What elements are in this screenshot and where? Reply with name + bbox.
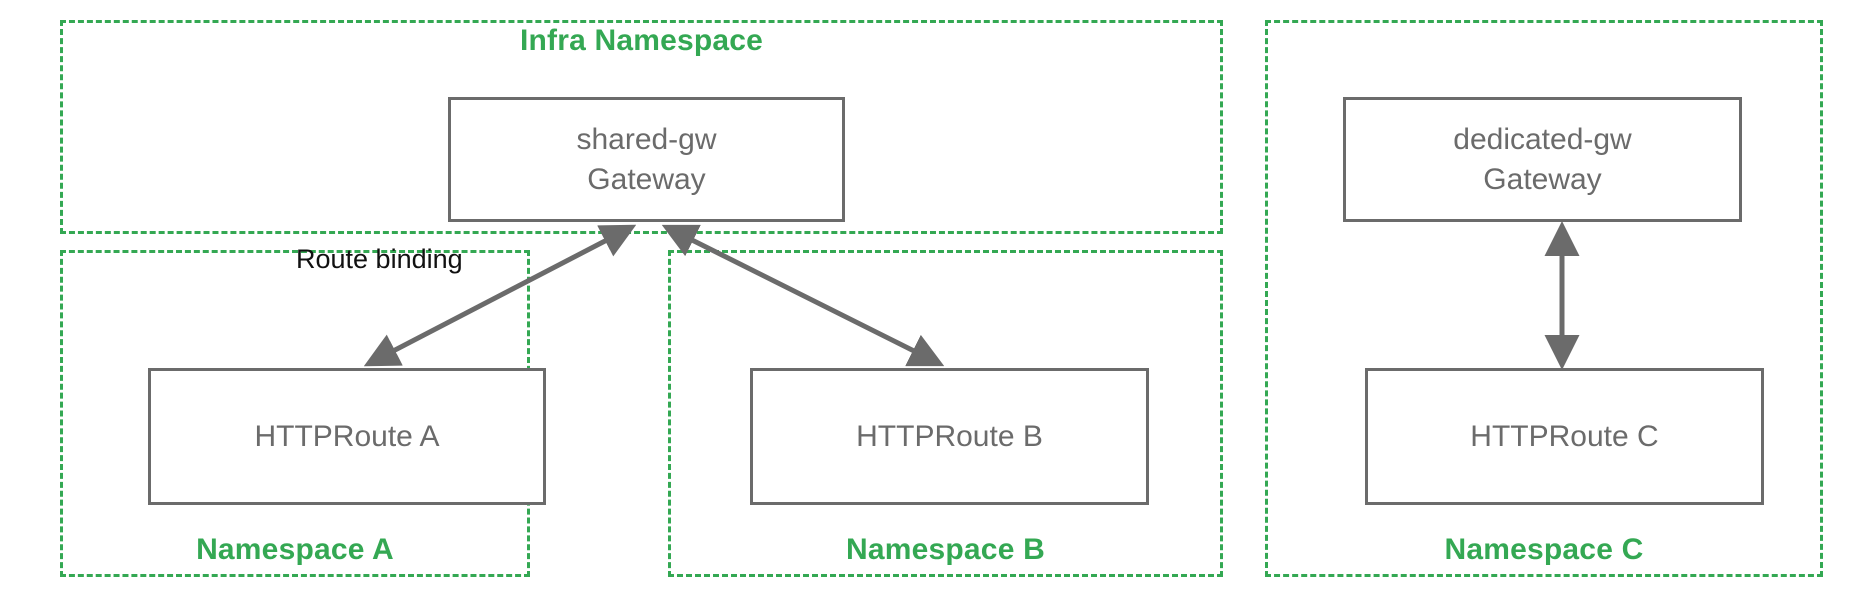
- namespace-label-a: Namespace A: [196, 533, 394, 566]
- node-shared-gw-gateway-label: shared-gw Gateway: [576, 122, 717, 196]
- node-shared-gw-gateway[interactable]: shared-gw Gateway: [448, 97, 845, 222]
- namespace-label-c: Namespace C: [1444, 533, 1644, 566]
- node-httproute-c-label: HTTPRoute C: [1470, 419, 1659, 453]
- node-httproute-c[interactable]: HTTPRoute C: [1365, 368, 1764, 505]
- node-httproute-a[interactable]: HTTPRoute A: [148, 368, 546, 505]
- namespace-box-infra: [60, 20, 1223, 234]
- node-httproute-b[interactable]: HTTPRoute B: [750, 368, 1149, 505]
- node-httproute-b-label: HTTPRoute B: [856, 419, 1043, 453]
- node-dedicated-gw-gateway[interactable]: dedicated-gw Gateway: [1343, 97, 1742, 222]
- node-httproute-a-label: HTTPRoute A: [254, 419, 440, 453]
- node-dedicated-gw-gateway-label: dedicated-gw Gateway: [1453, 122, 1632, 196]
- namespace-label-b: Namespace B: [846, 533, 1045, 566]
- namespace-label-infra: Infra Namespace: [519, 24, 764, 57]
- namespace-box-c: [1265, 20, 1823, 577]
- namespace-box-b: [668, 250, 1223, 577]
- edge-label-route-binding: Route binding: [296, 244, 463, 274]
